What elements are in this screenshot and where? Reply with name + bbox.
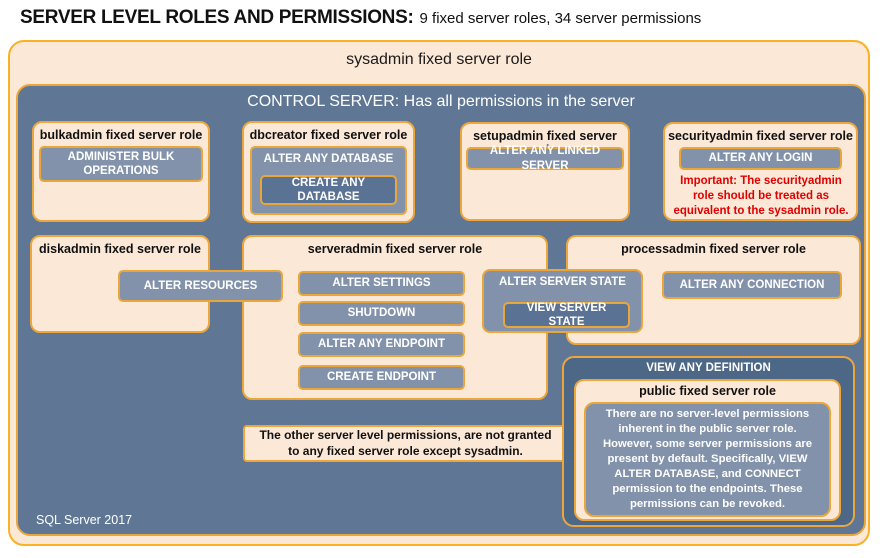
diskadmin-role-title: diskadmin fixed server role bbox=[39, 242, 201, 256]
other-permissions-note: The other server level permissions, are … bbox=[243, 425, 568, 462]
public-role-description: There are no server-level permissions in… bbox=[584, 402, 831, 517]
securityadmin-role-title: securityadmin fixed server role bbox=[668, 129, 853, 143]
securityadmin-role-box: securityadmin fixed server role ALTER AN… bbox=[663, 122, 858, 221]
page-title-main: SERVER LEVEL ROLES AND PERMISSIONS: bbox=[20, 7, 414, 28]
permission-alter-any-connection: ALTER ANY CONNECTION bbox=[662, 271, 842, 299]
page-title: SERVER LEVEL ROLES AND PERMISSIONS: 9 fix… bbox=[20, 7, 701, 29]
permission-alter-server-state: ALTER SERVER STATE VIEW SERVER STATE bbox=[482, 269, 643, 333]
serveradmin-role-title: serveradmin fixed server role bbox=[307, 242, 483, 256]
bulkadmin-role-box: bulkadmin fixed server role ADMINISTER B… bbox=[32, 121, 210, 222]
permission-shutdown: SHUTDOWN bbox=[298, 301, 465, 326]
permission-alter-any-database-label: ALTER ANY DATABASE bbox=[263, 153, 394, 165]
view-any-definition-label: VIEW ANY DEFINITION bbox=[646, 362, 771, 374]
dbcreator-role-title: dbcreator fixed server role bbox=[249, 128, 408, 142]
permission-administer-bulk-operations: ADMINISTER BULK OPERATIONS bbox=[39, 146, 203, 182]
setupadmin-role-box: setupadmin fixed server role ALTER ANY L… bbox=[460, 122, 630, 221]
permission-alter-any-linked-server: ALTER ANY LINKED SERVER bbox=[466, 145, 624, 172]
processadmin-role-title: processadmin fixed server role bbox=[621, 242, 806, 256]
permission-alter-any-login: ALTER ANY LOGIN bbox=[679, 147, 842, 170]
securityadmin-warning-text: Important: The securityadmin role should… bbox=[673, 175, 849, 217]
permission-alter-server-state-label: ALTER SERVER STATE bbox=[499, 276, 626, 288]
public-role-box: public fixed server role There are no se… bbox=[574, 379, 841, 521]
page-title-subtitle: 9 fixed server roles, 34 server permissi… bbox=[419, 10, 702, 27]
permission-create-endpoint: CREATE ENDPOINT bbox=[298, 365, 465, 390]
permission-alter-any-endpoint: ALTER ANY ENDPOINT bbox=[298, 332, 465, 357]
sql-server-version-label: SQL Server 2017 bbox=[36, 513, 133, 527]
permission-alter-settings: ALTER SETTINGS bbox=[298, 271, 465, 296]
view-any-definition-box: VIEW ANY DEFINITION public fixed server … bbox=[562, 356, 855, 527]
public-role-title: public fixed server role bbox=[639, 384, 776, 398]
permission-alter-resources: ALTER RESOURCES bbox=[118, 270, 283, 302]
permission-create-any-database: CREATE ANY DATABASE bbox=[260, 175, 397, 205]
permission-alter-any-database: ALTER ANY DATABASE CREATE ANY DATABASE bbox=[250, 146, 407, 215]
dbcreator-role-box: dbcreator fixed server role ALTER ANY DA… bbox=[242, 121, 415, 223]
sysadmin-role-label: sysadmin fixed server role bbox=[346, 51, 532, 68]
bulkadmin-role-title: bulkadmin fixed server role bbox=[39, 128, 203, 142]
control-server-label: CONTROL SERVER: Has all permissions in t… bbox=[247, 93, 635, 110]
serveradmin-role-box: serveradmin fixed server role ALTER SETT… bbox=[242, 235, 548, 400]
permission-view-server-state: VIEW SERVER STATE bbox=[503, 302, 630, 328]
